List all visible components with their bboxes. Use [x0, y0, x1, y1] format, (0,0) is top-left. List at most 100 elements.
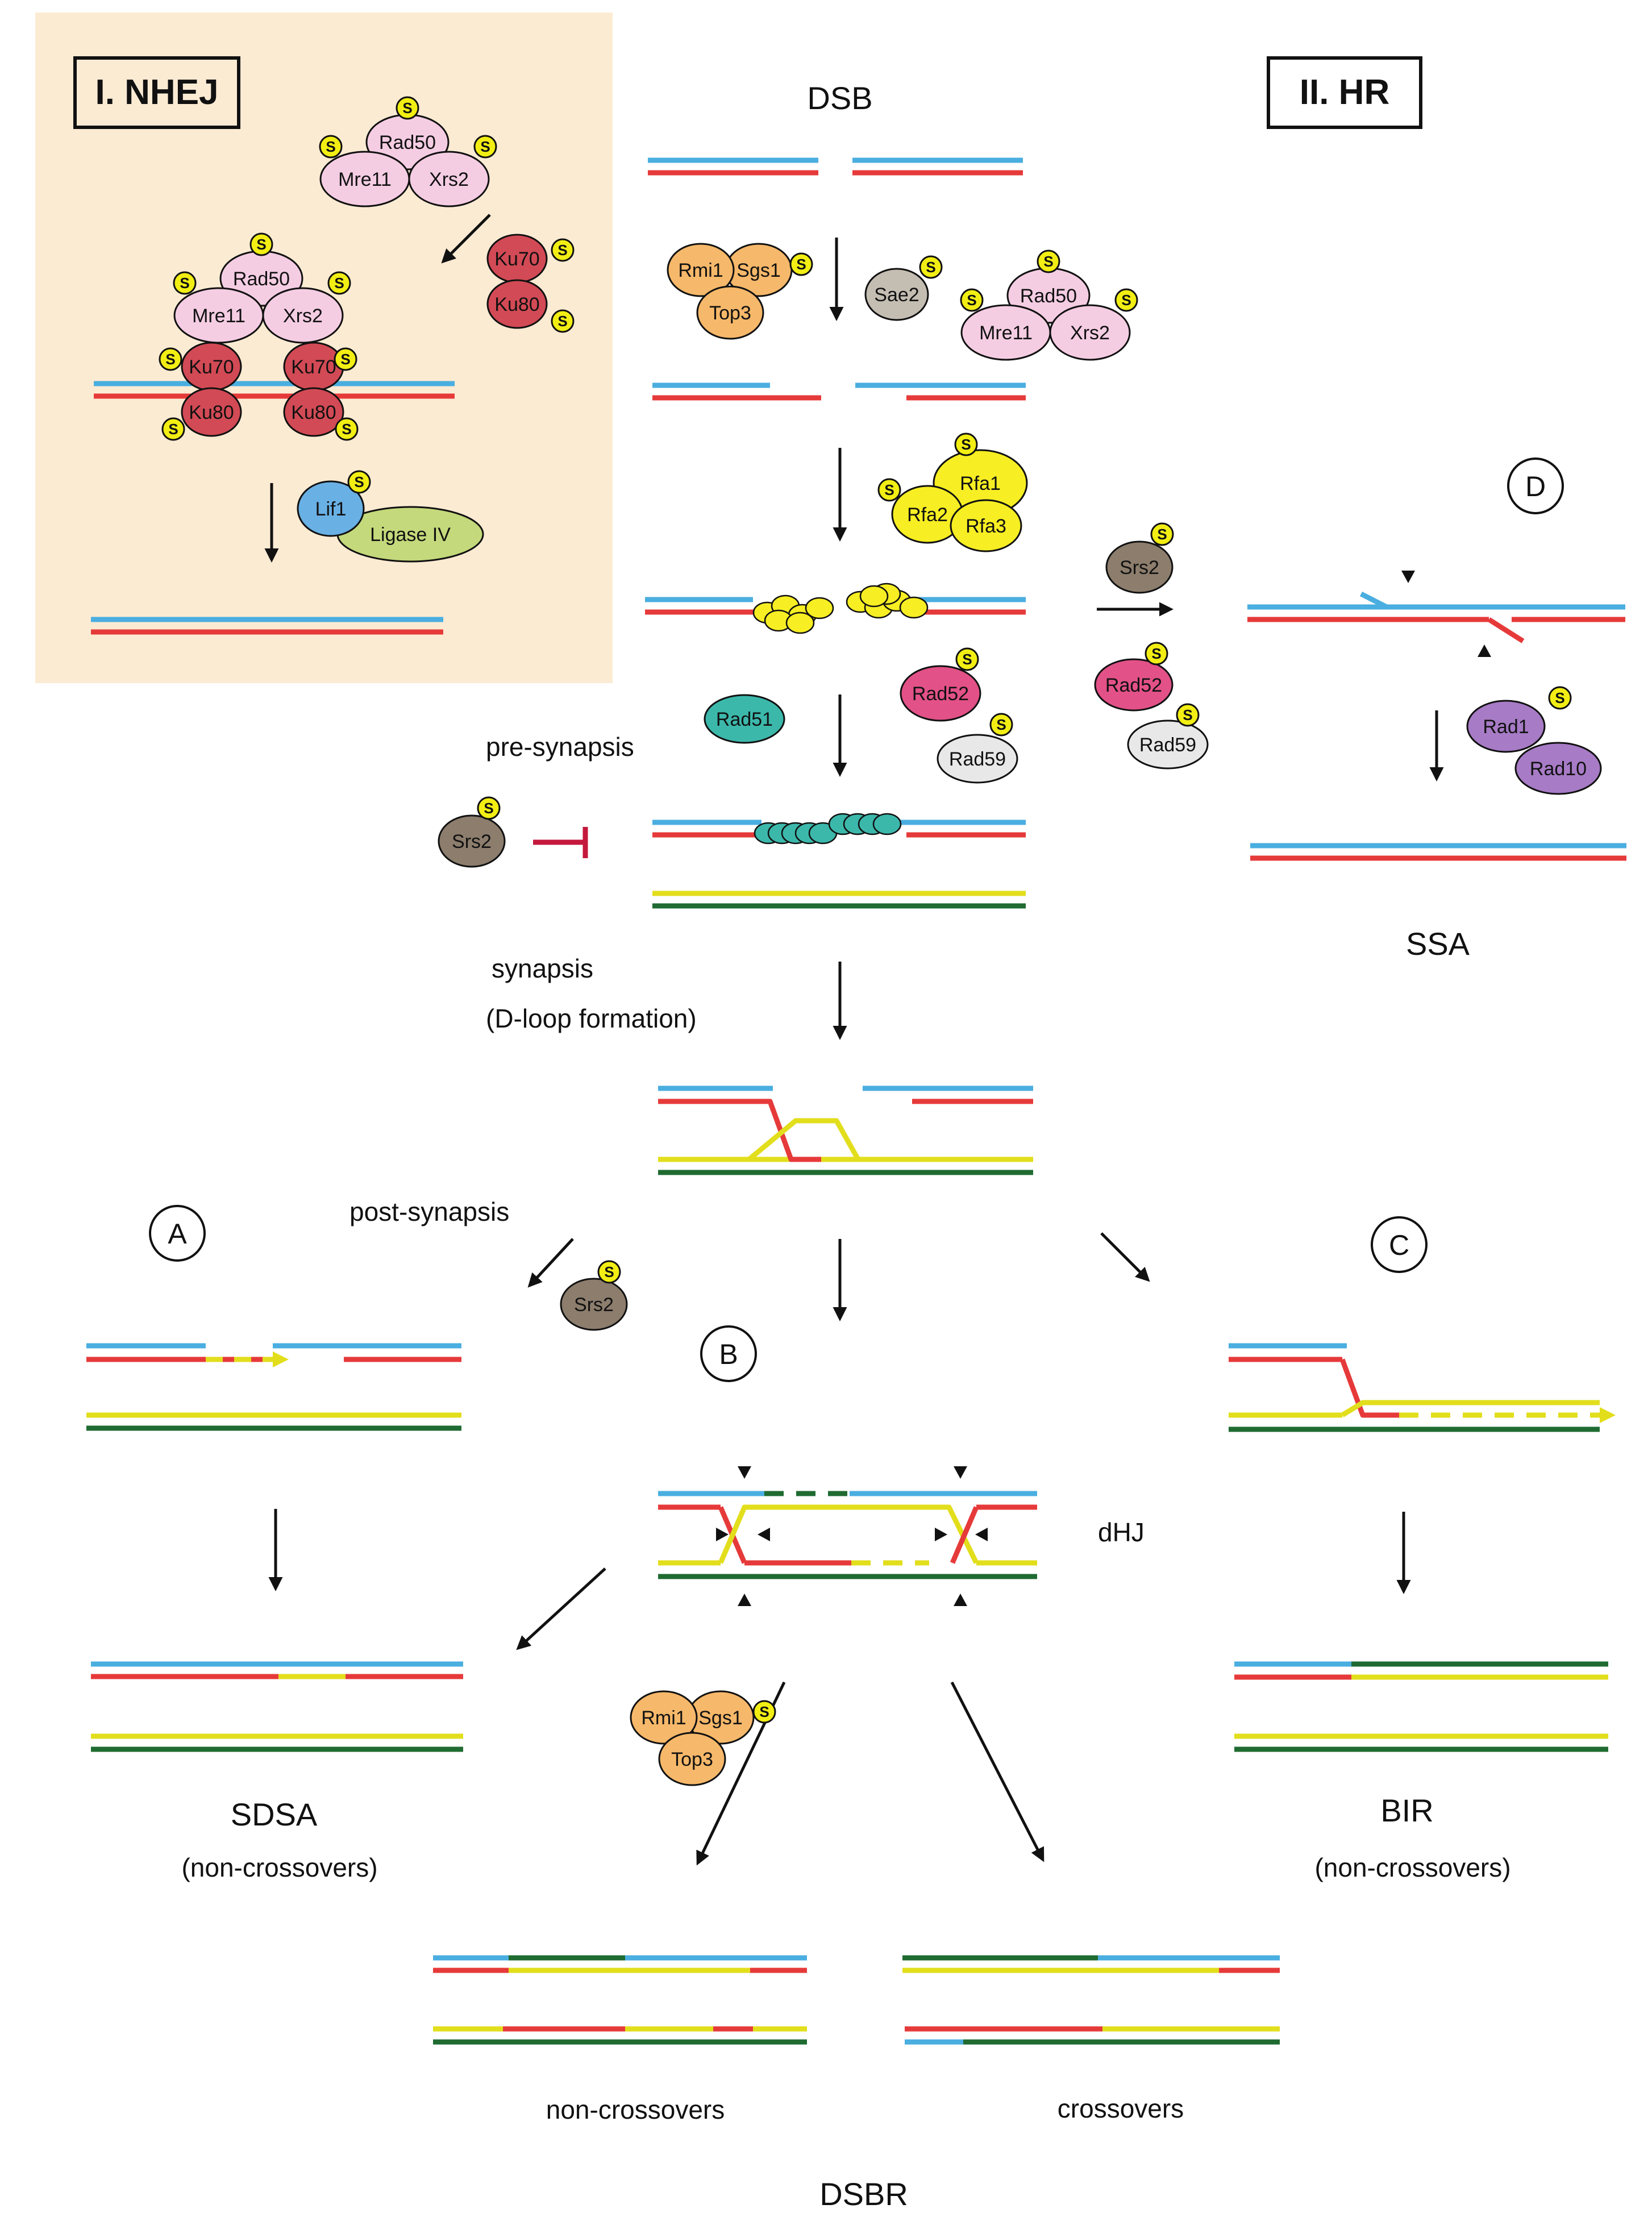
dsbr-label: DSBR [819, 2176, 908, 2212]
sumo-icon: S [161, 417, 185, 441]
sgs1-protein: Sgs1 [725, 243, 793, 297]
ligase-iv-protein: Ligase IV [336, 506, 484, 563]
srs2-protein-label: Srs2 [452, 831, 492, 852]
synthesis-arrowhead [273, 1351, 289, 1367]
sumo-icon: S [334, 347, 357, 371]
svg-text:S: S [326, 138, 335, 155]
ligase-iv-protein-label: Ligase IV [370, 524, 451, 546]
sumo-icon: S [1548, 686, 1572, 710]
top3-protein-label: Top3 [709, 302, 751, 324]
ku80-protein: Ku80 [486, 279, 548, 329]
cut-site-arrowhead [738, 1594, 751, 1606]
crossovers-label: crossovers [1058, 2094, 1184, 2123]
srs2-protein-label: Srs2 [1120, 557, 1159, 579]
rfa3-protein-label: Rfa3 [966, 515, 1006, 537]
sumo-icon: S [477, 796, 501, 820]
svg-text:C: C [1389, 1229, 1409, 1261]
sumo-icon: S [1145, 642, 1168, 666]
cut-site-arrowhead [1478, 644, 1491, 657]
sumo-icon: S [954, 432, 978, 456]
top3-protein: Top3 [696, 285, 764, 340]
dna-strand [658, 1099, 821, 1162]
rad1-protein-label: Rad1 [1483, 716, 1529, 738]
flow-arrow [441, 214, 491, 264]
lif1-protein: Lif1 [297, 480, 365, 537]
sgs1-protein-label: Sgs1 [736, 260, 781, 281]
sumo-icon: S [335, 417, 359, 441]
svg-text:S: S [1121, 292, 1131, 309]
svg-text:S: S [962, 651, 972, 668]
sumo-icon: S [989, 713, 1013, 737]
svg-text:S: S [1183, 706, 1192, 723]
cut-site-arrowhead [954, 1594, 967, 1606]
pathway-d-marker: D [1507, 457, 1564, 514]
rad59-protein: Rad59 [1127, 719, 1209, 770]
rad50-protein-label: Rad50 [233, 268, 290, 290]
rad10-protein-label: Rad10 [1530, 758, 1587, 780]
srs2-protein: Srs2 [1105, 540, 1174, 594]
svg-text:S: S [342, 421, 351, 438]
xrs2-protein-label: Xrs2 [283, 305, 323, 327]
cut-site-arrowhead [954, 1466, 967, 1479]
rmi1-protein-label: Rmi1 [641, 1707, 686, 1729]
filament-unit [859, 585, 889, 608]
bir-label: BIR [1380, 1792, 1433, 1828]
ku80-protein: Ku80 [283, 387, 344, 437]
pathway-a-marker: A [149, 1205, 206, 1262]
sgs1-protein: Sgs1 [686, 1690, 755, 1745]
sumo-icon: S [1037, 249, 1060, 273]
filament-unit [805, 597, 834, 619]
rad52-protein: Rad52 [1094, 658, 1174, 712]
nhej-title-box: I. NHEJ [73, 56, 240, 129]
sumo-icon: S [877, 478, 901, 502]
svg-text:D: D [1525, 471, 1546, 502]
sdsa-label: SDSA [231, 1796, 318, 1832]
mre11-protein-label: Mre11 [979, 322, 1033, 344]
dna-strand [950, 1506, 979, 1564]
rfa1-protein-label: Rfa1 [960, 473, 1001, 494]
sumo-icon: S [319, 135, 343, 159]
sumo-icon: S [752, 1700, 776, 1724]
filament-unit [872, 813, 902, 835]
svg-text:S: S [759, 1703, 769, 1720]
svg-text:S: S [165, 351, 175, 368]
rmi1-protein: Rmi1 [667, 243, 735, 297]
dna-strand [747, 1118, 860, 1162]
sumo-icon: S [347, 470, 371, 494]
non-crossovers-label: non-crossovers [546, 2095, 725, 2124]
pre-synapsis-label: pre-synapsis [486, 732, 634, 762]
sumo-icon: S [551, 309, 575, 333]
sumo-icon: S [597, 1260, 621, 1284]
cut-site-arrowhead [738, 1466, 751, 1479]
flow-arrow [516, 1567, 606, 1650]
ku70-protein: Ku70 [181, 342, 242, 392]
ku80-protein-label: Ku80 [494, 294, 539, 315]
svg-text:S: S [168, 421, 178, 438]
svg-text:S: S [180, 274, 189, 292]
sae2-protein: Sae2 [864, 268, 929, 321]
svg-text:S: S [996, 716, 1006, 733]
svg-text:S: S [557, 242, 567, 259]
sumo-icon: S [960, 288, 984, 312]
srs2-protein-label: Srs2 [574, 1294, 614, 1316]
cut-site-arrowhead [935, 1528, 947, 1541]
rmi1-protein-label: Rmi1 [678, 260, 723, 281]
ku70-protein: Ku70 [283, 342, 344, 392]
rad59-protein: Rad59 [937, 734, 1018, 784]
sumo-icon: S [159, 347, 182, 371]
rfa2-protein: Rfa2 [891, 485, 964, 544]
rfa3-protein: Rfa3 [950, 499, 1022, 552]
sdsa-sub-label: (non-crossovers) [181, 1853, 377, 1882]
svg-text:S: S [334, 274, 344, 292]
cut-site-markers [716, 571, 1491, 1606]
svg-text:S: S [1043, 253, 1053, 270]
svg-text:S: S [961, 436, 971, 453]
mre11-protein-label: Mre11 [192, 305, 245, 327]
dna-strand [1339, 1358, 1399, 1418]
rad52-protein-label: Rad52 [1105, 675, 1162, 696]
sumo-icon: S [1176, 703, 1200, 727]
rad10-protein: Rad10 [1514, 742, 1602, 795]
dsb-label: DSB [807, 80, 872, 116]
nhej-title: I. NHEJ [95, 73, 218, 112]
svg-text:S: S [604, 1263, 614, 1280]
